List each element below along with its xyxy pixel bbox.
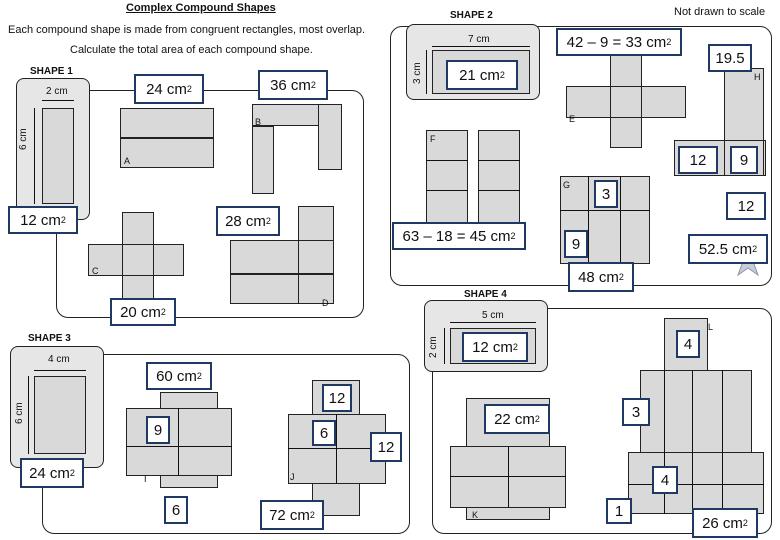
instruction-1: Each compound shape is made from congrue… [8, 24, 366, 36]
shape-j-rect-horizontal [288, 414, 386, 484]
shape-c-label: C [92, 266, 99, 276]
shape-h-value-left: 12 [678, 146, 718, 174]
shape-g-value-top: 3 [594, 180, 618, 208]
shape-l-value-right: 3 [622, 398, 650, 426]
shape-b-rect-left [252, 126, 274, 194]
shape4-dim-width: 5 cm [482, 310, 504, 321]
shape-f-rect-2 [478, 130, 520, 226]
shape-i-value-bottom: 6 [164, 496, 188, 524]
shape3-dim-width: 4 cm [48, 354, 70, 365]
shape-l-value-top: 4 [676, 330, 700, 358]
shape1-key-rect [42, 108, 74, 204]
shape1-heading: SHAPE 1 [30, 66, 73, 77]
shape-l-value-mid: 4 [652, 466, 678, 494]
shape3-dim-height: 6 cm [14, 402, 25, 424]
shape-f-rect-1 [426, 130, 468, 226]
shape-b-rect-right [318, 104, 342, 170]
shape2-dim-height: 3 cm [412, 62, 423, 84]
shape4-dim-height: 2 cm [428, 336, 439, 358]
shape-l-label: L [708, 322, 714, 332]
shape-k-label: K [472, 510, 479, 520]
shape1-dim-height: 6 cm [18, 128, 29, 150]
page-title: Complex Compound Shapes [126, 2, 276, 14]
shape2-heading: SHAPE 2 [450, 10, 493, 21]
shape-f-label: F [430, 134, 436, 144]
shape-j-value-top: 12 [322, 384, 352, 412]
shape-i-rect-horizontal [126, 408, 232, 476]
shape-a-label: A [124, 156, 131, 166]
shape-l-value-bottom: 1 [606, 498, 632, 524]
shape-i-value-inner: 9 [146, 416, 170, 444]
shape-h-value-bottom: 12 [726, 192, 766, 220]
shape-g-label: G [563, 180, 571, 190]
shape-l-rect-bottom [628, 452, 764, 514]
shape-i-label: I [144, 474, 147, 484]
shape-g-value-left: 9 [564, 230, 588, 258]
shape-j-value-right: 12 [370, 432, 402, 462]
shape4-heading: SHAPE 4 [464, 289, 507, 300]
shape-j-label: J [290, 472, 295, 482]
instruction-2: Calculate the total area of each compoun… [70, 44, 313, 56]
shape-a-rect-1 [120, 108, 214, 138]
shape-e-label: E [569, 114, 576, 124]
shape3-heading: SHAPE 3 [28, 333, 71, 344]
shape1-dim-width: 2 cm [46, 86, 68, 97]
shape-j-value-inner: 6 [312, 420, 336, 446]
shape-h-value-top: 19.5 [708, 44, 752, 72]
shape3-key-rect [34, 376, 86, 454]
shape-d-label: D [322, 298, 329, 308]
shape-l-rect-mid [640, 370, 752, 454]
shape-a-rect-2 [120, 138, 214, 168]
shape-h-label: H [754, 72, 761, 82]
scale-note: Not drawn to scale [674, 6, 766, 18]
shape-c-overlap [122, 244, 154, 276]
shape-h-value-right: 9 [730, 146, 758, 174]
shape-b-label: B [255, 117, 262, 127]
shape2-dim-width: 7 cm [468, 34, 490, 45]
